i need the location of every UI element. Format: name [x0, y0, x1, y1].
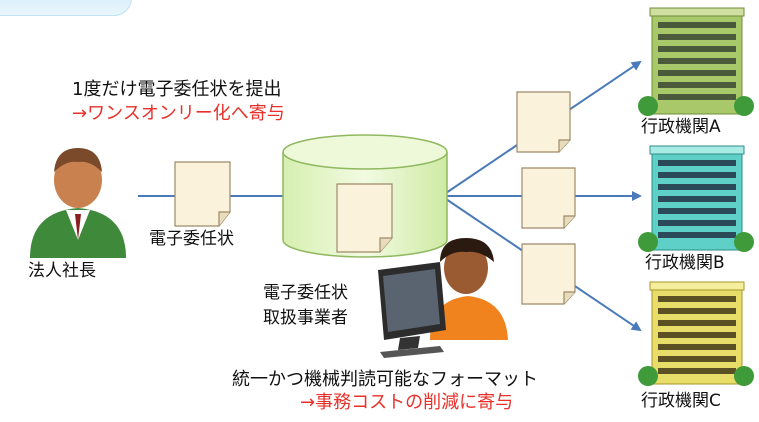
document-label: 電子委任状 — [149, 229, 234, 249]
format-line2: →事務コストの削減に寄与 — [300, 392, 514, 413]
format-line1: 統一かつ機械判読可能なフォーマット — [232, 369, 538, 390]
operator-person-icon — [430, 238, 508, 340]
intro-line1: 1度だけ電子委任状を提出 — [72, 79, 282, 100]
building-icon-agency-a — [638, 7, 754, 116]
agency-c-label: 行政機関C — [641, 391, 721, 411]
building-icon-agency-c — [638, 281, 754, 386]
document-icon-to-agency-a — [516, 91, 571, 153]
president-person-icon — [30, 148, 126, 258]
document-icon-in-database — [336, 183, 393, 253]
building-icon-agency-b — [638, 145, 754, 252]
document-icon-to-agency-c — [521, 243, 576, 305]
agency-a-label: 行政機関A — [641, 117, 721, 137]
document-icon-main — [174, 161, 231, 227]
intro-line2: →ワンスオンリー化へ寄与 — [72, 103, 285, 124]
operator-label-line2: 取扱事業者 — [263, 308, 348, 328]
agency-b-label: 行政機関B — [645, 253, 725, 273]
document-icon-to-agency-b — [521, 167, 576, 229]
operator-label-line1: 電子委任状 — [263, 283, 348, 303]
president-label: 法人社長 — [28, 261, 96, 281]
computer-icon — [378, 262, 446, 358]
